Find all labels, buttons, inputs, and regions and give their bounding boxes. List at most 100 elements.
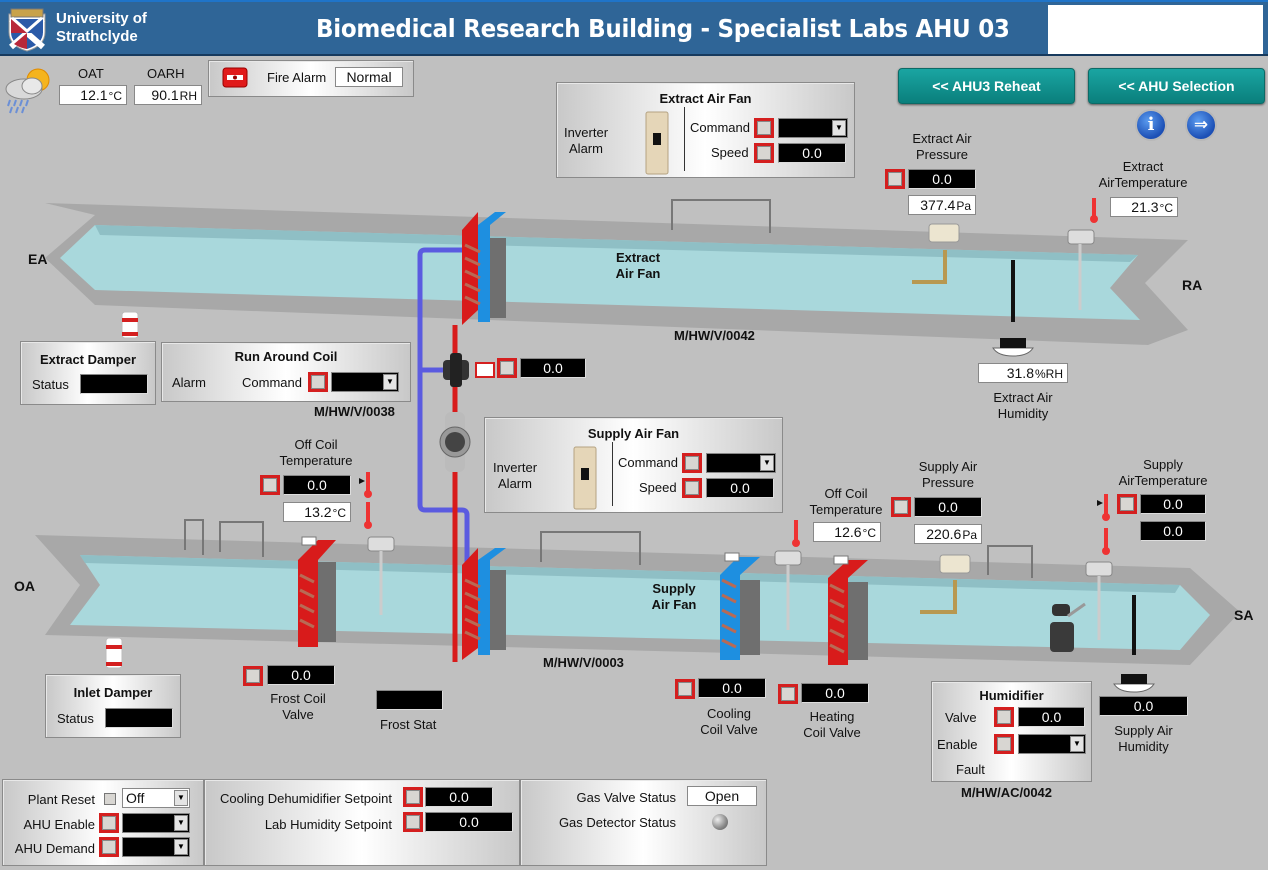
run-around-valve-tag: M/HW/V/0038 (314, 404, 395, 419)
ahu-enable-checkbox[interactable] (99, 813, 119, 833)
cooling-coil-checkbox[interactable] (675, 679, 695, 699)
thermometer-icon (792, 520, 800, 547)
supply-pressure-value: 220.6Pa (914, 524, 982, 544)
ahu3-reheat-button[interactable]: << AHU3 Reheat (898, 68, 1075, 104)
extract-pressure-checkbox[interactable] (885, 169, 905, 189)
humidifier-enable-checkbox[interactable] (994, 734, 1014, 754)
run-around-valve-checkbox[interactable] (497, 358, 517, 378)
heating-coil-checkbox[interactable] (778, 684, 798, 704)
frost-coil-value: 0.0 (267, 665, 335, 685)
supply-fan-inverter-alarm: Inverter Alarm (489, 460, 541, 492)
humidifier-valve-checkbox[interactable] (994, 707, 1014, 727)
inlet-damper-status-value (105, 708, 173, 728)
off-coil-temp-1-label-2: Temperature (279, 453, 353, 468)
supply-fan-speed-label: Speed (639, 480, 677, 495)
frost-temp-probe-icon (367, 536, 395, 615)
frost-stat-value (376, 690, 443, 710)
fire-alarm-icon (222, 67, 248, 88)
fire-alarm-panel: Fire Alarm Normal (208, 60, 414, 97)
supply-pressure-sensor-icon (920, 554, 971, 614)
frost-coil-label-2: Valve (282, 707, 314, 722)
ahu-enable-label: AHU Enable (23, 817, 95, 832)
thermometer-icon (1090, 198, 1098, 223)
lab-humidity-setpoint-checkbox[interactable] (403, 812, 423, 832)
oat-value: 12.1°C (59, 85, 127, 105)
chevron-down-icon: ▼ (1070, 736, 1084, 752)
humidifier-fault-label: Fault (956, 762, 985, 777)
lab-humidity-setpoint-label: Lab Humidity Setpoint (264, 817, 392, 832)
exhaust-air-label: EA (28, 251, 48, 267)
extract-humidity-value: 31.8%RH (978, 363, 1068, 383)
frost-stat-label: Frost Stat (380, 717, 437, 732)
supply-humidity-sensor-icon (1113, 595, 1155, 693)
off-coil-temp-2-value: 12.6°C (813, 522, 881, 542)
three-way-valve-icon (443, 353, 469, 387)
ahu-demand-label: AHU Demand (14, 841, 95, 856)
supply-fan-command-checkbox[interactable] (682, 453, 702, 473)
extract-pressure-label: Extract Air Pressure (900, 131, 984, 163)
extract-damper-status-label: Status (32, 377, 69, 392)
forward-arrow-icon[interactable]: ⇒ (1185, 109, 1217, 141)
ahu-demand-dropdown[interactable]: ▼ (122, 837, 190, 857)
off-coil-temp-1-value: 13.2°C (283, 502, 351, 522)
extract-fan-command-label: Command (690, 120, 750, 135)
supply-pressure-tubing (184, 519, 1033, 578)
thermometer-icon (359, 472, 372, 498)
humidifier-title: Humidifier (979, 688, 1044, 703)
cooling-coil (720, 552, 760, 660)
inverter-label-1: Inverter (563, 125, 609, 140)
valve-actuator-icon (475, 362, 495, 378)
humidifier-valve-value: 0.0 (1018, 707, 1085, 727)
extract-temp-label-1: Extract (1122, 159, 1164, 174)
extract-fan-duct-label-1: Extract (615, 250, 661, 265)
frost-coil-checkbox[interactable] (243, 666, 263, 686)
extract-damper-status-value (80, 374, 148, 394)
extract-pressure-unit: Pa (956, 199, 971, 213)
cooling-dehum-setpoint-checkbox[interactable] (403, 787, 423, 807)
org-line-2: Strathclyde (56, 28, 138, 45)
extract-fan-inverter-alarm: Inverter Alarm (561, 125, 611, 157)
cold-pipe (417, 247, 470, 580)
run-around-coil-command-checkbox[interactable] (308, 372, 328, 392)
supply-valve-tag: M/HW/V/0003 (543, 655, 624, 670)
extract-fan-command-checkbox[interactable] (754, 118, 774, 138)
supply-humidity-value: 0.0 (1099, 696, 1188, 716)
plant-reset-dropdown[interactable]: Off▼ (122, 788, 190, 808)
off-coil-temp-2-number: 12.6 (834, 524, 862, 540)
extract-fan-command-dropdown[interactable]: ▼ (778, 118, 848, 138)
supply-pressure-unit: Pa (962, 528, 977, 542)
off-coil-temp-2-unit: °C (862, 526, 876, 540)
plant-reset-checkbox[interactable] (104, 793, 116, 805)
circulation-pump-icon (439, 412, 471, 472)
extract-pressure-value: 377.4Pa (908, 195, 976, 215)
dropdown-value: Off (126, 790, 145, 806)
run-around-coil-command-dropdown[interactable]: ▼ (331, 372, 399, 392)
extract-temperature-label: Extract AirTemperature (1090, 159, 1196, 191)
off-coil-temp-1-checkbox[interactable] (260, 475, 280, 495)
supply-fan-speed-checkbox[interactable] (682, 478, 702, 498)
cooling-coil-value: 0.0 (698, 678, 766, 698)
supply-pressure-checkbox[interactable] (891, 497, 911, 517)
ahu-enable-dropdown[interactable]: ▼ (122, 813, 190, 833)
off-coil-temp-1-label: Off Coil Temperature (272, 437, 360, 469)
extract-damper-icon (121, 311, 139, 339)
supply-temperature-checkbox[interactable] (1117, 494, 1137, 514)
header-bar: University of Strathclyde Biomedical Res… (0, 0, 1268, 56)
supply-fan-command-dropdown[interactable]: ▼ (706, 453, 776, 473)
ahu-selection-button[interactable]: << AHU Selection (1088, 68, 1265, 104)
supply-temp-probe-icon (1085, 561, 1113, 640)
humidifier-enable-dropdown[interactable]: ▼ (1018, 734, 1086, 754)
supply-humidity-label: Supply Air Humidity (1099, 723, 1188, 755)
gas-detector-status-label: Gas Detector Status (558, 815, 676, 830)
extract-fan-speed-checkbox[interactable] (754, 143, 774, 163)
setpoints-panel: Cooling Dehumidifier Setpoint 0.0 Lab Hu… (204, 779, 520, 866)
off-coil-temp-1-unit: °C (332, 506, 346, 520)
ahu-demand-checkbox[interactable] (99, 837, 119, 857)
inverter-label-2: Alarm (569, 141, 603, 156)
org-line-1: University of (56, 10, 147, 27)
info-icon[interactable]: i (1135, 109, 1167, 141)
off-coil-temp-2-label-1: Off Coil (824, 486, 868, 501)
supply-humidity-label-1: Supply Air (1114, 723, 1173, 738)
inlet-damper-status-label: Status (57, 711, 94, 726)
supply-humidity-label-2: Humidity (1118, 739, 1169, 754)
